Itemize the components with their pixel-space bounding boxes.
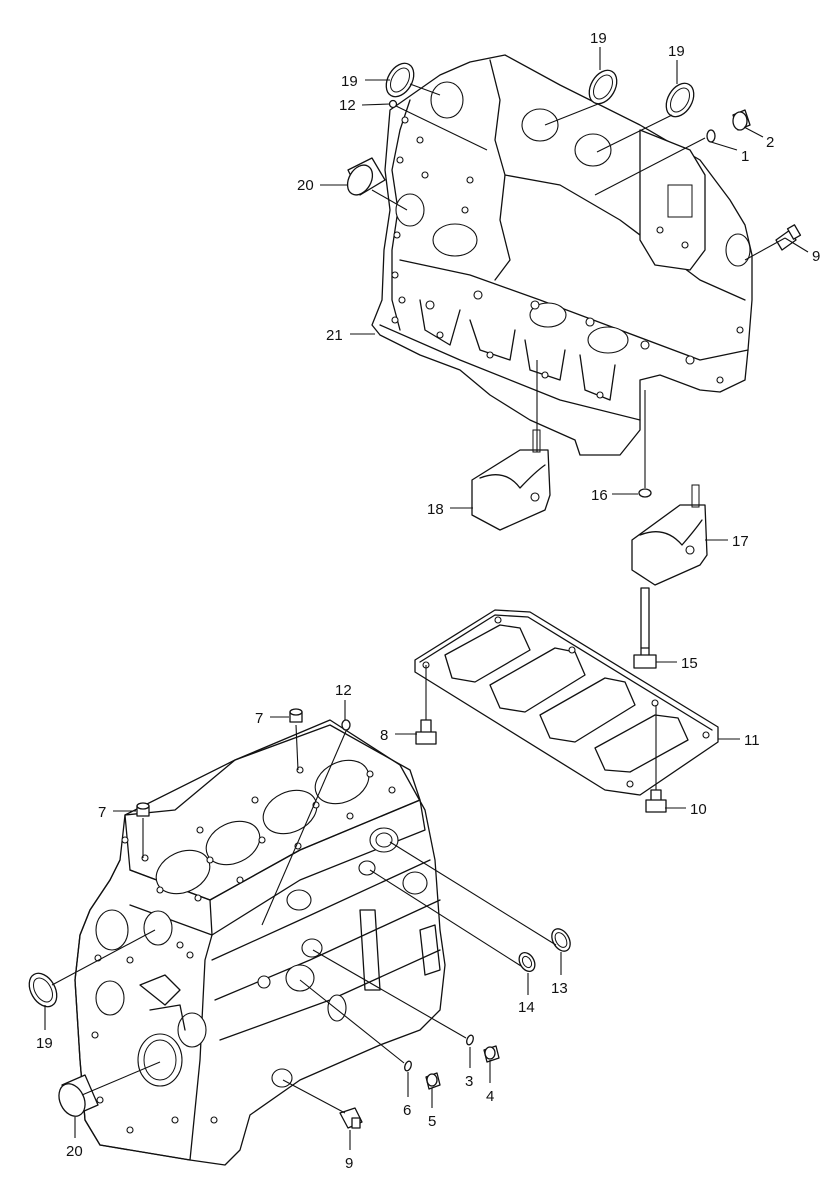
callout-8: 8 — [380, 727, 388, 744]
plug-7-a — [289, 708, 303, 723]
leader-lines — [44, 47, 809, 1150]
callout-labels: 1 2 9 12 19 19 19 20 21 16 17 18 15 11 8… — [36, 30, 820, 1172]
callout-7-a: 7 — [255, 710, 263, 727]
callout-9-top: 9 — [812, 248, 820, 265]
callout-9-bottom: 9 — [345, 1155, 353, 1172]
seal-ring-19-c — [665, 82, 695, 118]
callout-21: 21 — [326, 327, 343, 344]
callout-19-a: 19 — [341, 73, 358, 90]
oring-12-bottom — [341, 719, 351, 731]
bushing-20-top — [346, 157, 386, 196]
plug-2 — [732, 109, 751, 131]
seal-ring-13 — [551, 928, 571, 952]
callout-14: 14 — [518, 999, 535, 1016]
plug-7-b — [136, 802, 150, 817]
oring-12-top — [388, 99, 398, 109]
sensor-9-bottom — [339, 1107, 363, 1129]
callout-19-b: 19 — [590, 30, 607, 47]
plug-4 — [483, 1045, 500, 1063]
callout-15: 15 — [681, 655, 698, 672]
callout-2: 2 — [766, 134, 774, 151]
callout-19-bottom: 19 — [36, 1035, 53, 1052]
seal-ring-14 — [518, 952, 536, 972]
callout-19-c: 19 — [668, 43, 685, 60]
main-bearing-cap-17 — [631, 484, 708, 586]
oring-3 — [466, 1034, 474, 1046]
callout-12-bottom: 12 — [335, 682, 352, 699]
crankcase-upper-view — [371, 54, 753, 456]
bushing-20-bottom — [58, 1074, 99, 1117]
oil-pan-gasket-11 — [414, 609, 719, 796]
crankcase-bolt-holes — [391, 116, 744, 399]
callout-12-top: 12 — [339, 97, 356, 114]
sensor-9-top — [775, 224, 802, 251]
oring-1 — [706, 129, 716, 143]
plug-5 — [425, 1072, 441, 1090]
callout-5: 5 — [428, 1113, 436, 1130]
bolt-10 — [645, 705, 667, 813]
callout-20-bottom: 20 — [66, 1143, 83, 1160]
seal-ring-19-bottom — [28, 972, 58, 1008]
callout-18: 18 — [427, 501, 444, 518]
seal-ring-19-a — [385, 62, 415, 98]
callout-17: 17 — [732, 533, 749, 550]
callout-6: 6 — [403, 1102, 411, 1119]
main-bearing-cap-18 — [471, 429, 551, 531]
callout-1: 1 — [741, 148, 749, 165]
callout-16: 16 — [591, 487, 608, 504]
callout-7-b: 7 — [98, 804, 106, 821]
seal-ring-19-b — [588, 69, 618, 105]
callout-4: 4 — [486, 1088, 494, 1105]
callout-20-top: 20 — [297, 177, 314, 194]
callout-3: 3 — [465, 1073, 473, 1090]
bolt-16-15 — [633, 390, 657, 669]
callout-10: 10 — [690, 801, 707, 818]
callout-13: 13 — [551, 980, 568, 997]
callout-11: 11 — [744, 732, 760, 749]
bolt-8 — [415, 665, 437, 745]
block-bolt-holes — [91, 766, 396, 1134]
oring-6 — [404, 1060, 412, 1072]
